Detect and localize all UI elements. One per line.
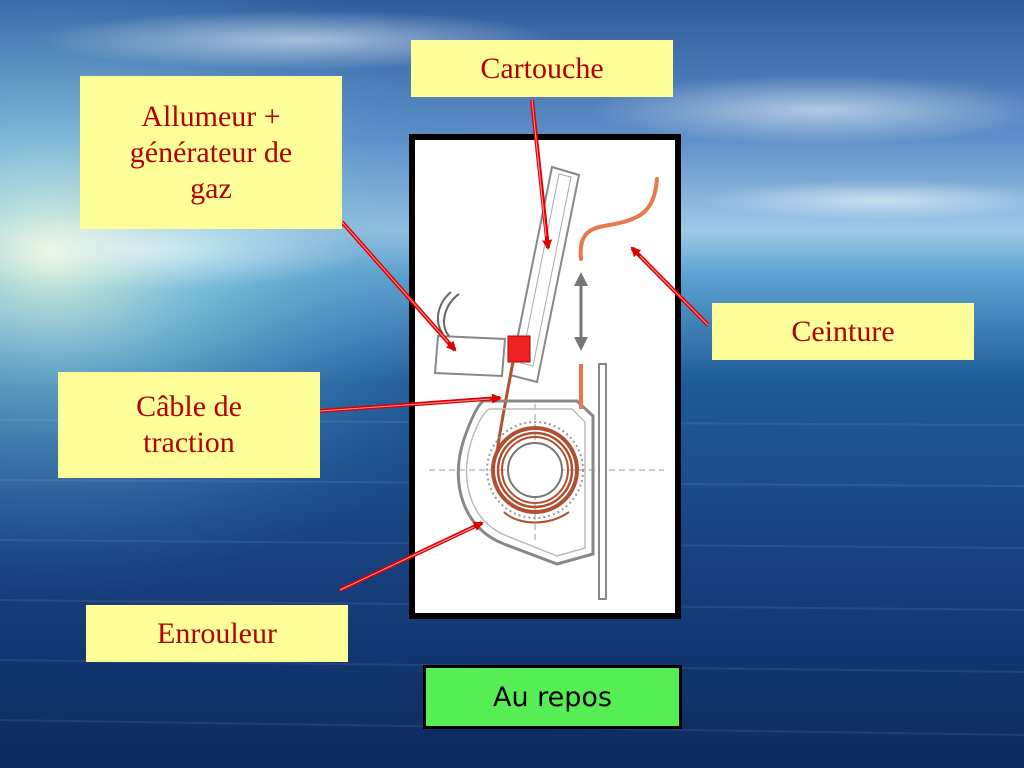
spool (486, 421, 584, 524)
piston (507, 335, 531, 363)
mounting-plate (598, 363, 607, 600)
label-ceinture: Ceinture (712, 303, 974, 360)
label-cartouche: Cartouche (411, 40, 673, 97)
seat-belt-upper (578, 177, 659, 261)
status-text: Au repos (492, 681, 612, 713)
travel-arrow (574, 272, 588, 351)
label-enrouleur: Enrouleur (86, 605, 348, 662)
label-cable: Câble de traction (58, 372, 320, 478)
cartridge-tube (508, 165, 581, 384)
retractor-diagram (409, 134, 681, 619)
retractor-housing (456, 399, 595, 566)
status-box: Au repos (423, 665, 682, 729)
label-allumeur: Allumeur + générateur de gaz (80, 76, 342, 229)
